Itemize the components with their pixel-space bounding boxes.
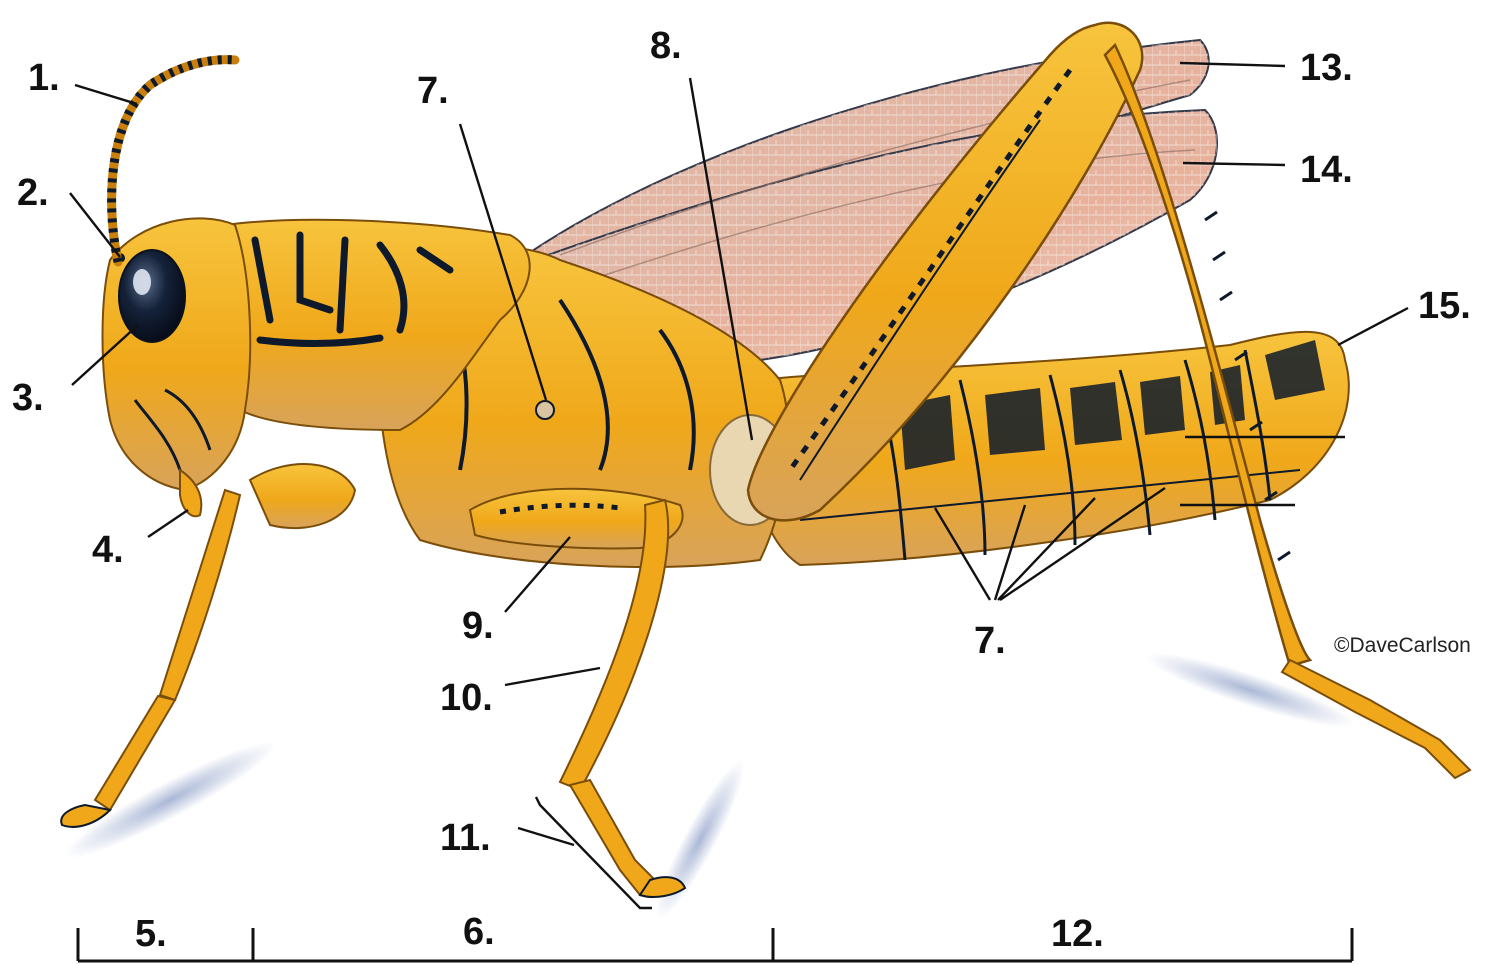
ground-shadows: [56, 641, 1360, 927]
label-4: 4.: [92, 529, 124, 571]
label-5: 5.: [135, 913, 167, 955]
label-14: 14.: [1300, 149, 1353, 191]
label-1: 1.: [28, 57, 60, 99]
leader-line-1: [75, 85, 137, 104]
leader-line-4: [148, 510, 188, 537]
head: [103, 218, 251, 516]
compound-eye: [119, 250, 185, 342]
label-3: 3.: [12, 377, 44, 419]
body-region-bar: [78, 928, 1352, 961]
label-9: 9.: [462, 605, 494, 647]
leader-line-10: [505, 668, 600, 685]
label-10: 10.: [440, 677, 493, 719]
label-12: 12.: [1051, 913, 1104, 955]
label-15: 15.: [1418, 285, 1471, 327]
label-11: 11.: [440, 817, 491, 859]
label-8: 8.: [650, 25, 682, 67]
leader-line-15: [1338, 308, 1408, 345]
artist-credit: ©DaveCarlson: [1334, 634, 1471, 657]
thoracic-spiracle: [536, 401, 554, 419]
label-2: 2.: [17, 172, 49, 214]
label-13: 13.: [1300, 47, 1353, 89]
label-6: 6.: [463, 911, 495, 953]
label-7-spiracles-abdomen: 7.: [974, 620, 1006, 662]
label-7-spiracle-thorax: 7.: [417, 70, 449, 112]
